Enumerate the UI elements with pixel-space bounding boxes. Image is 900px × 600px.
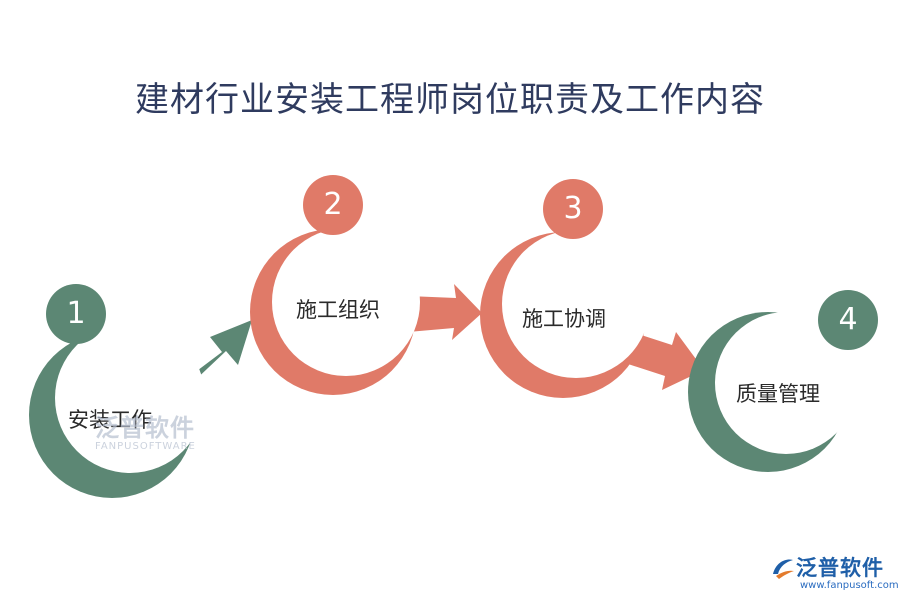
- step-3-number: 3: [563, 191, 583, 226]
- step-1-circle: [29, 323, 205, 498]
- step-4-number: 4: [838, 302, 858, 337]
- step-1-number: 1: [66, 296, 86, 331]
- watermark: 泛普软件 FANPUSOFTWARE: [95, 408, 196, 452]
- step-1-badge: [46, 284, 106, 344]
- step-4-label: 质量管理: [736, 382, 820, 406]
- watermark-cn: 泛普软件: [95, 414, 195, 442]
- arrow-3-to-4: [628, 332, 704, 390]
- brand-logo: 泛普软件 www.fanpusoft.com: [770, 552, 899, 591]
- step-3-badge: [543, 179, 603, 239]
- fanpu-logo-icon: [773, 559, 794, 579]
- step-2-label: 施工组织: [296, 298, 380, 322]
- step-2-circle: [250, 228, 420, 395]
- arrow-2-to-3: [408, 284, 482, 340]
- watermark-en: FANPUSOFTWARE: [95, 441, 196, 452]
- step-2-badge: [303, 175, 363, 235]
- logo-cn: 泛普软件: [796, 556, 884, 580]
- step-2-number: 2: [323, 187, 343, 222]
- step-4-circle: [688, 312, 857, 472]
- page-title: 建材行业安装工程师岗位职责及工作内容: [135, 80, 765, 120]
- logo-url: www.fanpusoft.com: [800, 580, 899, 591]
- step-4-badge: [818, 290, 878, 350]
- step-3-label: 施工协调: [522, 307, 606, 331]
- step-3-circle: [480, 230, 650, 398]
- step-1-label: 安装工作: [68, 408, 152, 432]
